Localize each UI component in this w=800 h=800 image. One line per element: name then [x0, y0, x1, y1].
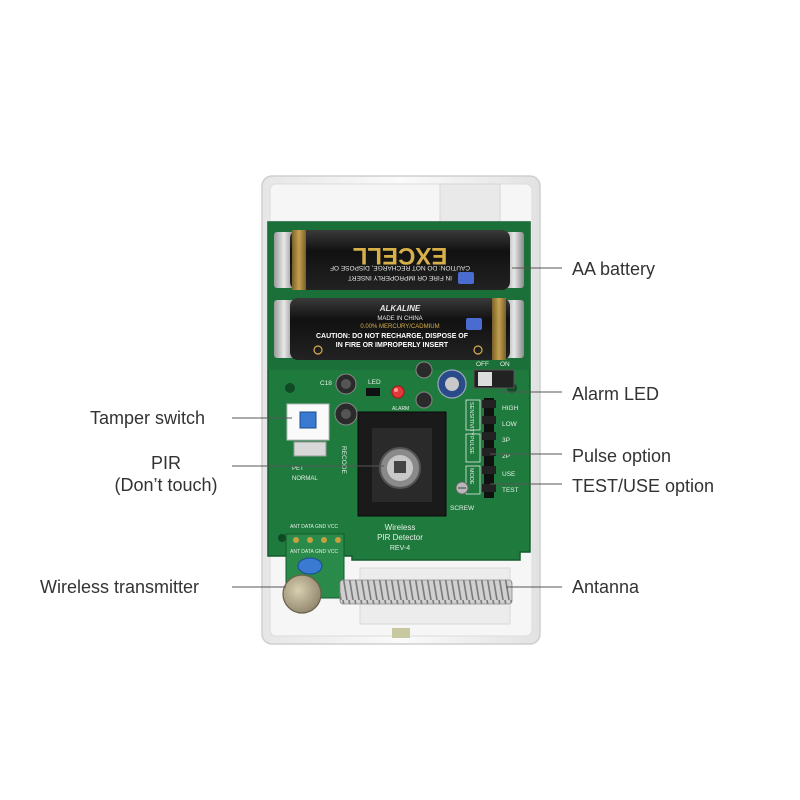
- battery-caution-text-4: IN FIRE OR IMPROPERLY INSERT: [336, 342, 449, 349]
- silk-normal: NORMAL: [292, 476, 318, 482]
- callout-tamper-switch: Tamper switch: [90, 408, 206, 428]
- silk-use: USE: [502, 471, 516, 478]
- silk-low: LOW: [502, 421, 518, 428]
- wireless-transmitter-module: ANT DATA GND VCC: [282, 533, 345, 614]
- pir-sensor: [357, 411, 447, 517]
- callout-wireless-transmitter: Wireless transmitter: [40, 577, 200, 597]
- battery-chemistry-text: ALKALINE: [379, 304, 421, 313]
- battery-caution-text-2: IN FIRE OR IMPROPERLY INSERT: [348, 274, 452, 281]
- leader-lines: [232, 267, 562, 588]
- silk-high: HIGH: [502, 405, 519, 412]
- battery-caution-text-1: CAUTION: DO NOT RECHARGE, DISPOSE OF: [330, 264, 470, 271]
- battery-brand-text: EXCELL: [353, 242, 448, 269]
- silk-alarm: ALARM: [392, 406, 409, 412]
- silk-mode: MODE: [468, 468, 474, 485]
- option-jumpers: [465, 398, 496, 498]
- antenna-spring: [339, 579, 513, 605]
- silk-recode: RECODE: [340, 446, 347, 474]
- silk-2p: 2P: [502, 453, 510, 460]
- silk-board-line2: PIR Detector: [377, 533, 423, 542]
- alarm-led: [366, 385, 405, 399]
- silk-sensitivity: SENSITIVITY: [468, 402, 474, 436]
- silk-board-line1: Wireless: [385, 523, 416, 532]
- callout-pulse-option: Pulse option: [572, 446, 672, 466]
- callout-test-use-option: TEST/USE option: [572, 476, 715, 496]
- callout-antenna: Antanna: [572, 577, 640, 597]
- silk-off: OFF: [476, 361, 489, 368]
- silk-3p: 3P: [502, 437, 510, 444]
- battery-made-in-text: MADE IN CHINA: [377, 316, 422, 322]
- pcb-silkscreen: C18 LED ALARM RECODE PET NORMAL SCREW OF…: [290, 361, 519, 552]
- silk-c18: C18: [320, 380, 332, 387]
- capacitors: [334, 361, 467, 426]
- silk-board-line3: REV-4: [390, 545, 410, 552]
- silk-module-pins-bottom: ANT DATA GND VCC: [290, 549, 338, 555]
- silk-pet: PET: [292, 466, 304, 472]
- callout-pir: PIR (Don’t touch): [96, 452, 236, 496]
- silk-pulse: PULSE: [468, 436, 474, 454]
- callout-pir-line1: PIR: [150, 453, 181, 473]
- battery-mercury-text: 0.00% MERCURY/CADMIUM: [360, 324, 439, 330]
- adjust-screw: [455, 481, 469, 495]
- battery-caution-text-3: CAUTION: DO NOT RECHARGE, DISPOSE OF: [316, 333, 469, 340]
- aa-battery-bottom: ALKALINE MADE IN CHINA 0.00% MERCURY/CAD…: [274, 298, 524, 360]
- power-slide-switch: [473, 369, 515, 389]
- aa-battery-top: EXCELL CAUTION: DO NOT RECHARGE, DISPOSE…: [274, 230, 524, 290]
- silk-screw: SCREW: [450, 505, 475, 512]
- silk-on: ON: [500, 361, 510, 368]
- silk-led: LED: [368, 379, 381, 386]
- callout-aa-battery: AA battery: [572, 259, 656, 279]
- callout-pir-line2: (Don’t touch): [114, 475, 218, 495]
- callout-alarm-led: Alarm LED: [572, 384, 660, 404]
- silk-module-pins-top: ANT DATA GND VCC: [290, 524, 338, 530]
- silk-test: TEST: [502, 487, 519, 494]
- tamper-switch: [286, 403, 330, 457]
